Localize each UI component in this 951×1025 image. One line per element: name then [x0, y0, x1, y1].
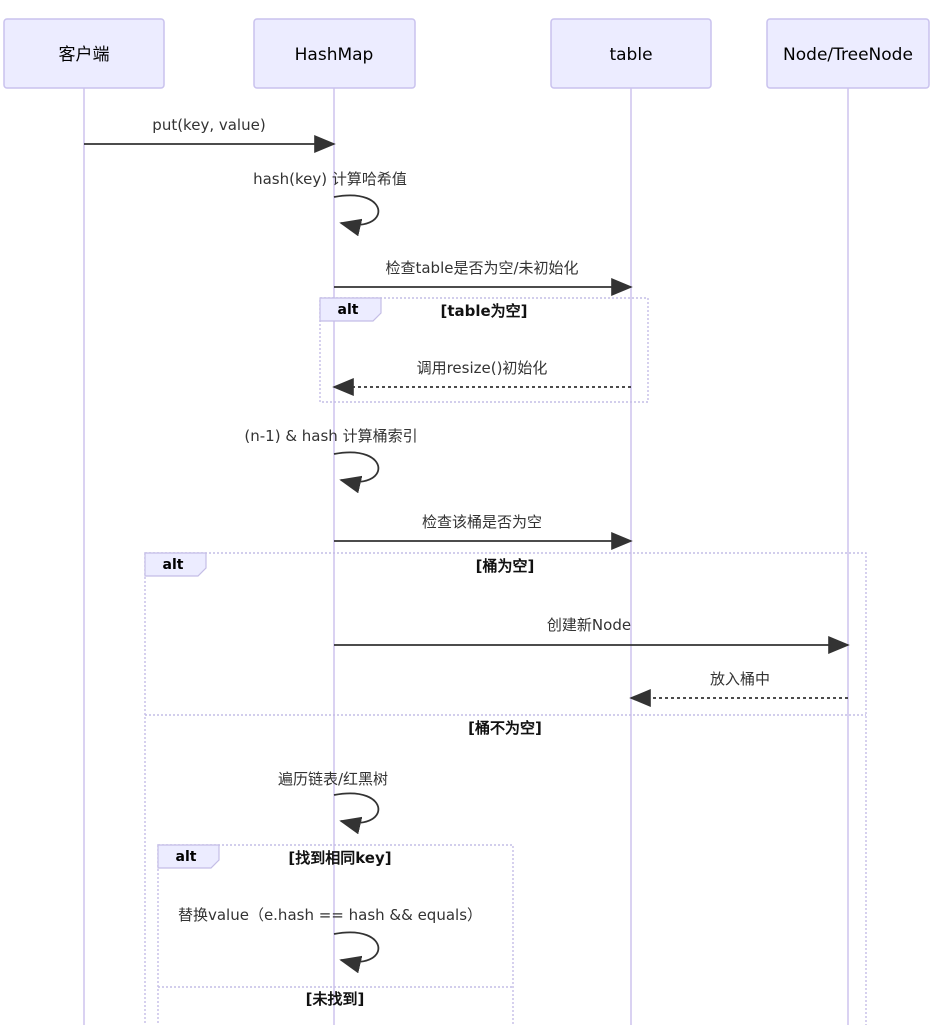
message-label: 替换value（e.hash == hash && equals）: [178, 906, 482, 924]
alt-label: alt: [338, 302, 359, 318]
alt-condition-key-found: [找到相同key]: [288, 849, 391, 867]
self-loop-arrow: [333, 931, 380, 974]
alt-condition-table-empty: [table为空]: [440, 302, 527, 320]
self-loop-arrow: [333, 792, 380, 835]
alt-label-box: [319, 297, 382, 322]
alt-frame-bucket: alt [桶为空] [桶不为空]: [144, 552, 867, 1025]
participant-node-treenode: Node/TreeNode: [766, 18, 930, 89]
message-create-node: 创建新Node: [334, 616, 850, 654]
message-label: put(key, value): [152, 116, 265, 134]
message-check-bucket: 检查该桶是否为空: [334, 513, 633, 550]
alt-frame-border: [157, 844, 514, 1025]
self-loop-arrow: [333, 451, 380, 494]
alt-frame-border: [144, 552, 867, 1025]
alt-label: alt: [176, 849, 197, 865]
participant-label: Node/TreeNode: [783, 45, 913, 65]
message-replace-value-self: 替换value（e.hash == hash && equals）: [178, 906, 482, 974]
alt-frame-border: [319, 297, 649, 403]
message-label: 检查table是否为空/未初始化: [385, 259, 578, 277]
participant-label: table: [609, 45, 652, 65]
message-check-table: 检查table是否为空/未初始化: [334, 259, 633, 296]
message-label: hash(key) 计算哈希值: [253, 170, 407, 188]
alt-label: alt: [163, 557, 184, 573]
participant-hashmap: HashMap: [253, 18, 416, 89]
participant-label: 客户端: [59, 45, 110, 65]
alt-label-box: [144, 552, 207, 577]
message-put: put(key, value): [84, 116, 336, 153]
participant-box: [253, 18, 416, 89]
message-traverse-self: 遍历链表/红黑树: [278, 770, 388, 835]
participant-box: [550, 18, 712, 89]
message-hash-self: hash(key) 计算哈希值: [253, 170, 407, 237]
message-label: 遍历链表/红黑树: [278, 770, 388, 788]
participant-table: table: [550, 18, 712, 89]
message-label: (n-1) & hash 计算桶索引: [244, 427, 417, 445]
message-resize: 调用resize()初始化: [332, 359, 631, 396]
participant-box: [766, 18, 930, 89]
message-label: 检查该桶是否为空: [422, 513, 542, 531]
alt-frame-key: alt [找到相同key] [未找到]: [157, 844, 514, 1025]
alt-condition-key-not-found: [未找到]: [306, 990, 365, 1008]
alt-condition-bucket-not-empty: [桶不为空]: [468, 719, 542, 737]
message-label: 放入桶中: [710, 670, 770, 688]
message-label: 调用resize()初始化: [417, 359, 548, 377]
message-bucket-index-self: (n-1) & hash 计算桶索引: [244, 427, 418, 494]
participant-client: 客户端: [3, 18, 165, 89]
participant-box: [3, 18, 165, 89]
message-put-in-bucket: 放入桶中: [629, 670, 848, 707]
alt-label-box: [157, 844, 220, 869]
alt-condition-bucket-empty: [桶为空]: [476, 557, 535, 575]
message-label: 创建新Node: [547, 616, 631, 634]
alt-frame-table-empty: alt [table为空]: [319, 297, 649, 403]
participant-label: HashMap: [295, 45, 374, 65]
self-loop-arrow: [333, 194, 380, 237]
